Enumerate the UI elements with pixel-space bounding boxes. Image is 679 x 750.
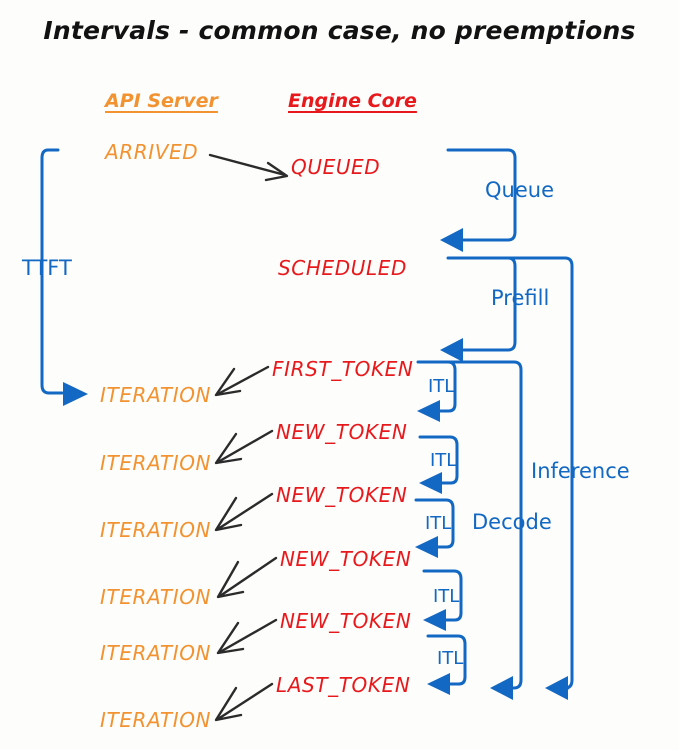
api-event-iteration-6: ITERATION <box>100 708 212 732</box>
engine-event-first-token: FIRST_TOKEN <box>272 357 414 381</box>
column-header-api-server: API Server <box>105 90 218 112</box>
api-event-iteration-1: ITERATION <box>100 383 212 407</box>
engine-event-queued: QUEUED <box>291 155 381 179</box>
engine-event-last-token: LAST_TOKEN <box>276 673 411 697</box>
engine-event-new-token-3: NEW_TOKEN <box>280 547 412 571</box>
arrow-arrived-to-queued <box>208 153 289 182</box>
arrow-last-token-to-iteration-6 <box>214 682 274 722</box>
bracket-prefill <box>440 256 517 362</box>
interval-label-itl-1: ITL <box>428 376 455 397</box>
arrow-new-token-to-iteration-3 <box>214 492 274 532</box>
api-event-iteration-2: ITERATION <box>100 451 212 475</box>
engine-event-new-token-2: NEW_TOKEN <box>276 483 408 507</box>
interval-label-prefill: Prefill <box>491 286 550 310</box>
diagram-title: Intervals - common case, no preemptions <box>43 16 636 45</box>
arrow-new-token-to-iteration-4 <box>216 556 278 599</box>
interval-label-itl-3: ITL <box>425 513 452 534</box>
arrow-first-token-to-iteration-1 <box>214 365 270 397</box>
interval-label-decode: Decode <box>472 510 552 534</box>
engine-event-new-token-4: NEW_TOKEN <box>280 609 412 633</box>
arrow-new-token-to-iteration-5 <box>216 618 278 655</box>
interval-label-inference: Inference <box>531 459 630 483</box>
interval-label-queue: Queue <box>485 178 554 202</box>
arrow-new-token-to-iteration-2 <box>214 429 274 465</box>
api-event-arrived: ARRIVED <box>105 140 199 164</box>
interval-label-itl-4: ITL <box>433 586 460 607</box>
engine-event-new-token-1: NEW_TOKEN <box>276 420 408 444</box>
interval-label-itl-5: ITL <box>437 648 464 669</box>
interval-label-ttft: TTFT <box>22 256 72 280</box>
interval-label-itl-2: ITL <box>430 450 457 471</box>
api-event-iteration-4: ITERATION <box>100 585 212 609</box>
column-header-engine-core: Engine Core <box>288 90 417 112</box>
api-event-iteration-3: ITERATION <box>100 518 212 542</box>
engine-event-scheduled: SCHEDULED <box>278 256 407 280</box>
api-event-iteration-5: ITERATION <box>100 641 212 665</box>
